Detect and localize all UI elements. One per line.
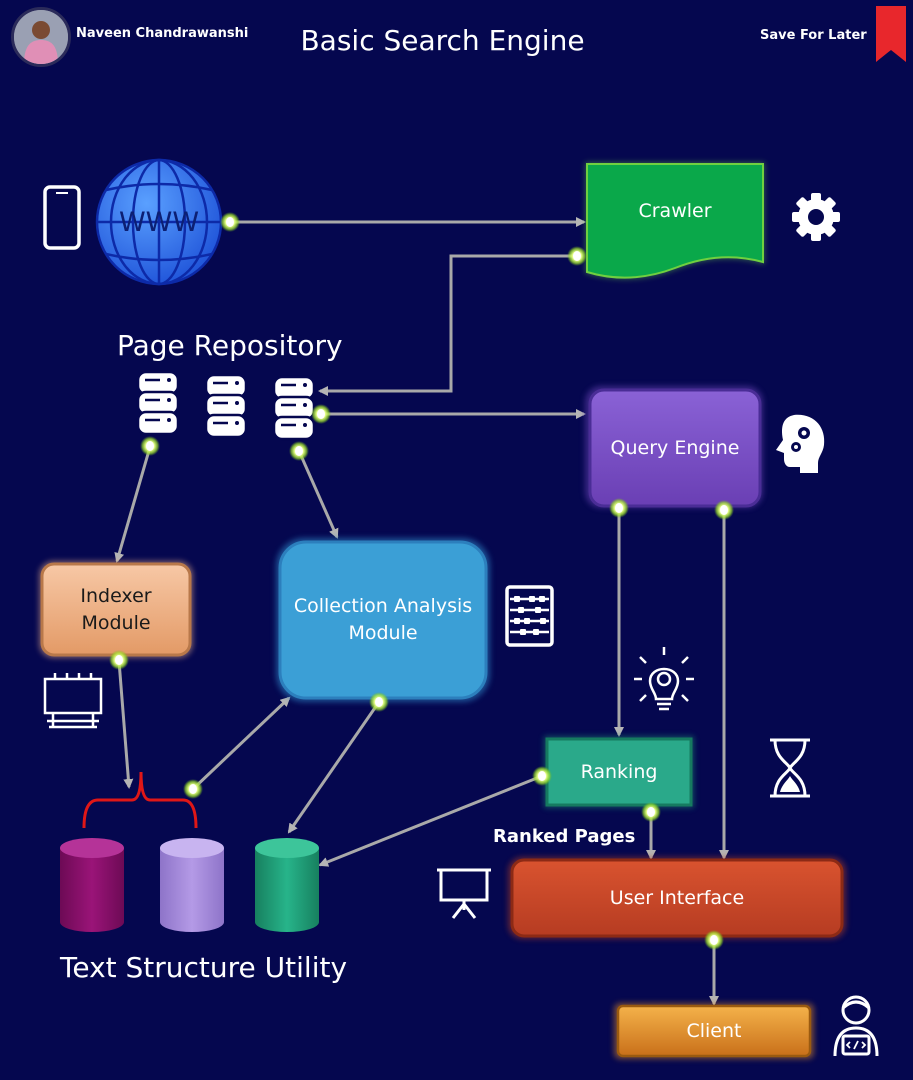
query-engine-node [585, 386, 763, 508]
developer-icon [833, 995, 879, 1057]
avatar-portrait-icon [14, 10, 68, 64]
arrow-text-structure-to-collection-analysis [191, 696, 291, 791]
user-interface-node [508, 857, 846, 939]
user-interface-label: User Interface [609, 886, 745, 909]
page-title: Basic Search Engine [300, 24, 585, 57]
ranking-label: Ranking [580, 760, 658, 783]
connector-dot-core [146, 441, 154, 451]
database-icon [204, 373, 248, 439]
connector-dot-core [573, 251, 581, 261]
arrow-collection-analysis-to-cylinder [287, 701, 381, 834]
presentation-board-icon [437, 868, 491, 919]
connector-dot-core [115, 655, 123, 665]
arrow-repository-to-indexer [114, 446, 152, 563]
gear-icon [792, 193, 840, 241]
connector-dot-core [226, 217, 234, 227]
database-disk [136, 390, 180, 416]
collection-analysis-node [276, 538, 490, 702]
database-disk [272, 395, 316, 421]
ranking-node [544, 736, 694, 808]
bookmark-icon[interactable] [876, 6, 906, 62]
database-disk [204, 393, 248, 419]
brain-gears-icon [776, 414, 825, 473]
database-led [235, 401, 239, 405]
arrow-ranking-to-cylinder [318, 774, 543, 867]
arrow-repository-to-collection-analysis [297, 450, 339, 539]
database-icon [136, 370, 180, 436]
text-structure-utility-label: Text Structure Utility [60, 951, 348, 984]
database-disk [204, 413, 248, 439]
database-led [235, 421, 239, 425]
save-for-later-button[interactable]: Save For Later [760, 28, 867, 43]
database-disk [272, 375, 316, 401]
abacus-icon [505, 585, 554, 647]
database-disk [272, 415, 316, 441]
database-led [167, 418, 171, 422]
database-led [303, 423, 307, 427]
billboard-icon [43, 673, 103, 729]
collection-analysis-label: Collection Analysis Module [293, 595, 473, 644]
author-name: Naveen Chandrawanshi [76, 26, 249, 41]
brace [82, 771, 198, 829]
lightbulb-icon [634, 647, 694, 711]
database-disk [204, 373, 248, 399]
mobile-phone-icon [43, 185, 81, 250]
ranked-pages-label: Ranked Pages [493, 826, 636, 847]
connector-dot-core [647, 807, 655, 817]
connector-dot-core [317, 409, 325, 419]
database-led [303, 383, 307, 387]
crawler-node [585, 162, 765, 280]
database-led [167, 378, 171, 382]
arrow-crawler-to-repository [318, 254, 577, 396]
arrow-indexer-to-text-structure [117, 660, 134, 789]
database-disk [136, 410, 180, 436]
crawler-label: Crawler [638, 199, 712, 222]
connector-dot-core [375, 697, 383, 707]
database-led [235, 381, 239, 385]
connector-dot-core [189, 784, 197, 794]
connector-dot-core [538, 771, 546, 781]
cylinder-icon [60, 838, 124, 932]
hourglass-icon [770, 738, 810, 798]
connector-dot-core [295, 446, 303, 456]
user-avatar[interactable] [11, 7, 71, 67]
connector-dot-core [615, 503, 623, 513]
cylinder-icon [255, 838, 319, 932]
database-led [303, 403, 307, 407]
cylinder-icon [160, 838, 224, 932]
page-repository-label: Page Repository [117, 329, 343, 362]
connector-dot-core [720, 505, 728, 515]
globe-label: WWW [118, 207, 200, 238]
client-node [614, 1003, 814, 1059]
connector-dots [109, 212, 734, 950]
indexer-label: Indexer Module [80, 584, 152, 634]
indexer-node [39, 561, 193, 658]
database-icon [272, 375, 316, 441]
database-disk [136, 370, 180, 396]
connector-dot-core [710, 935, 718, 945]
query-engine-label: Query Engine [610, 436, 740, 459]
database-led [167, 398, 171, 402]
client-label: Client [686, 1019, 742, 1042]
